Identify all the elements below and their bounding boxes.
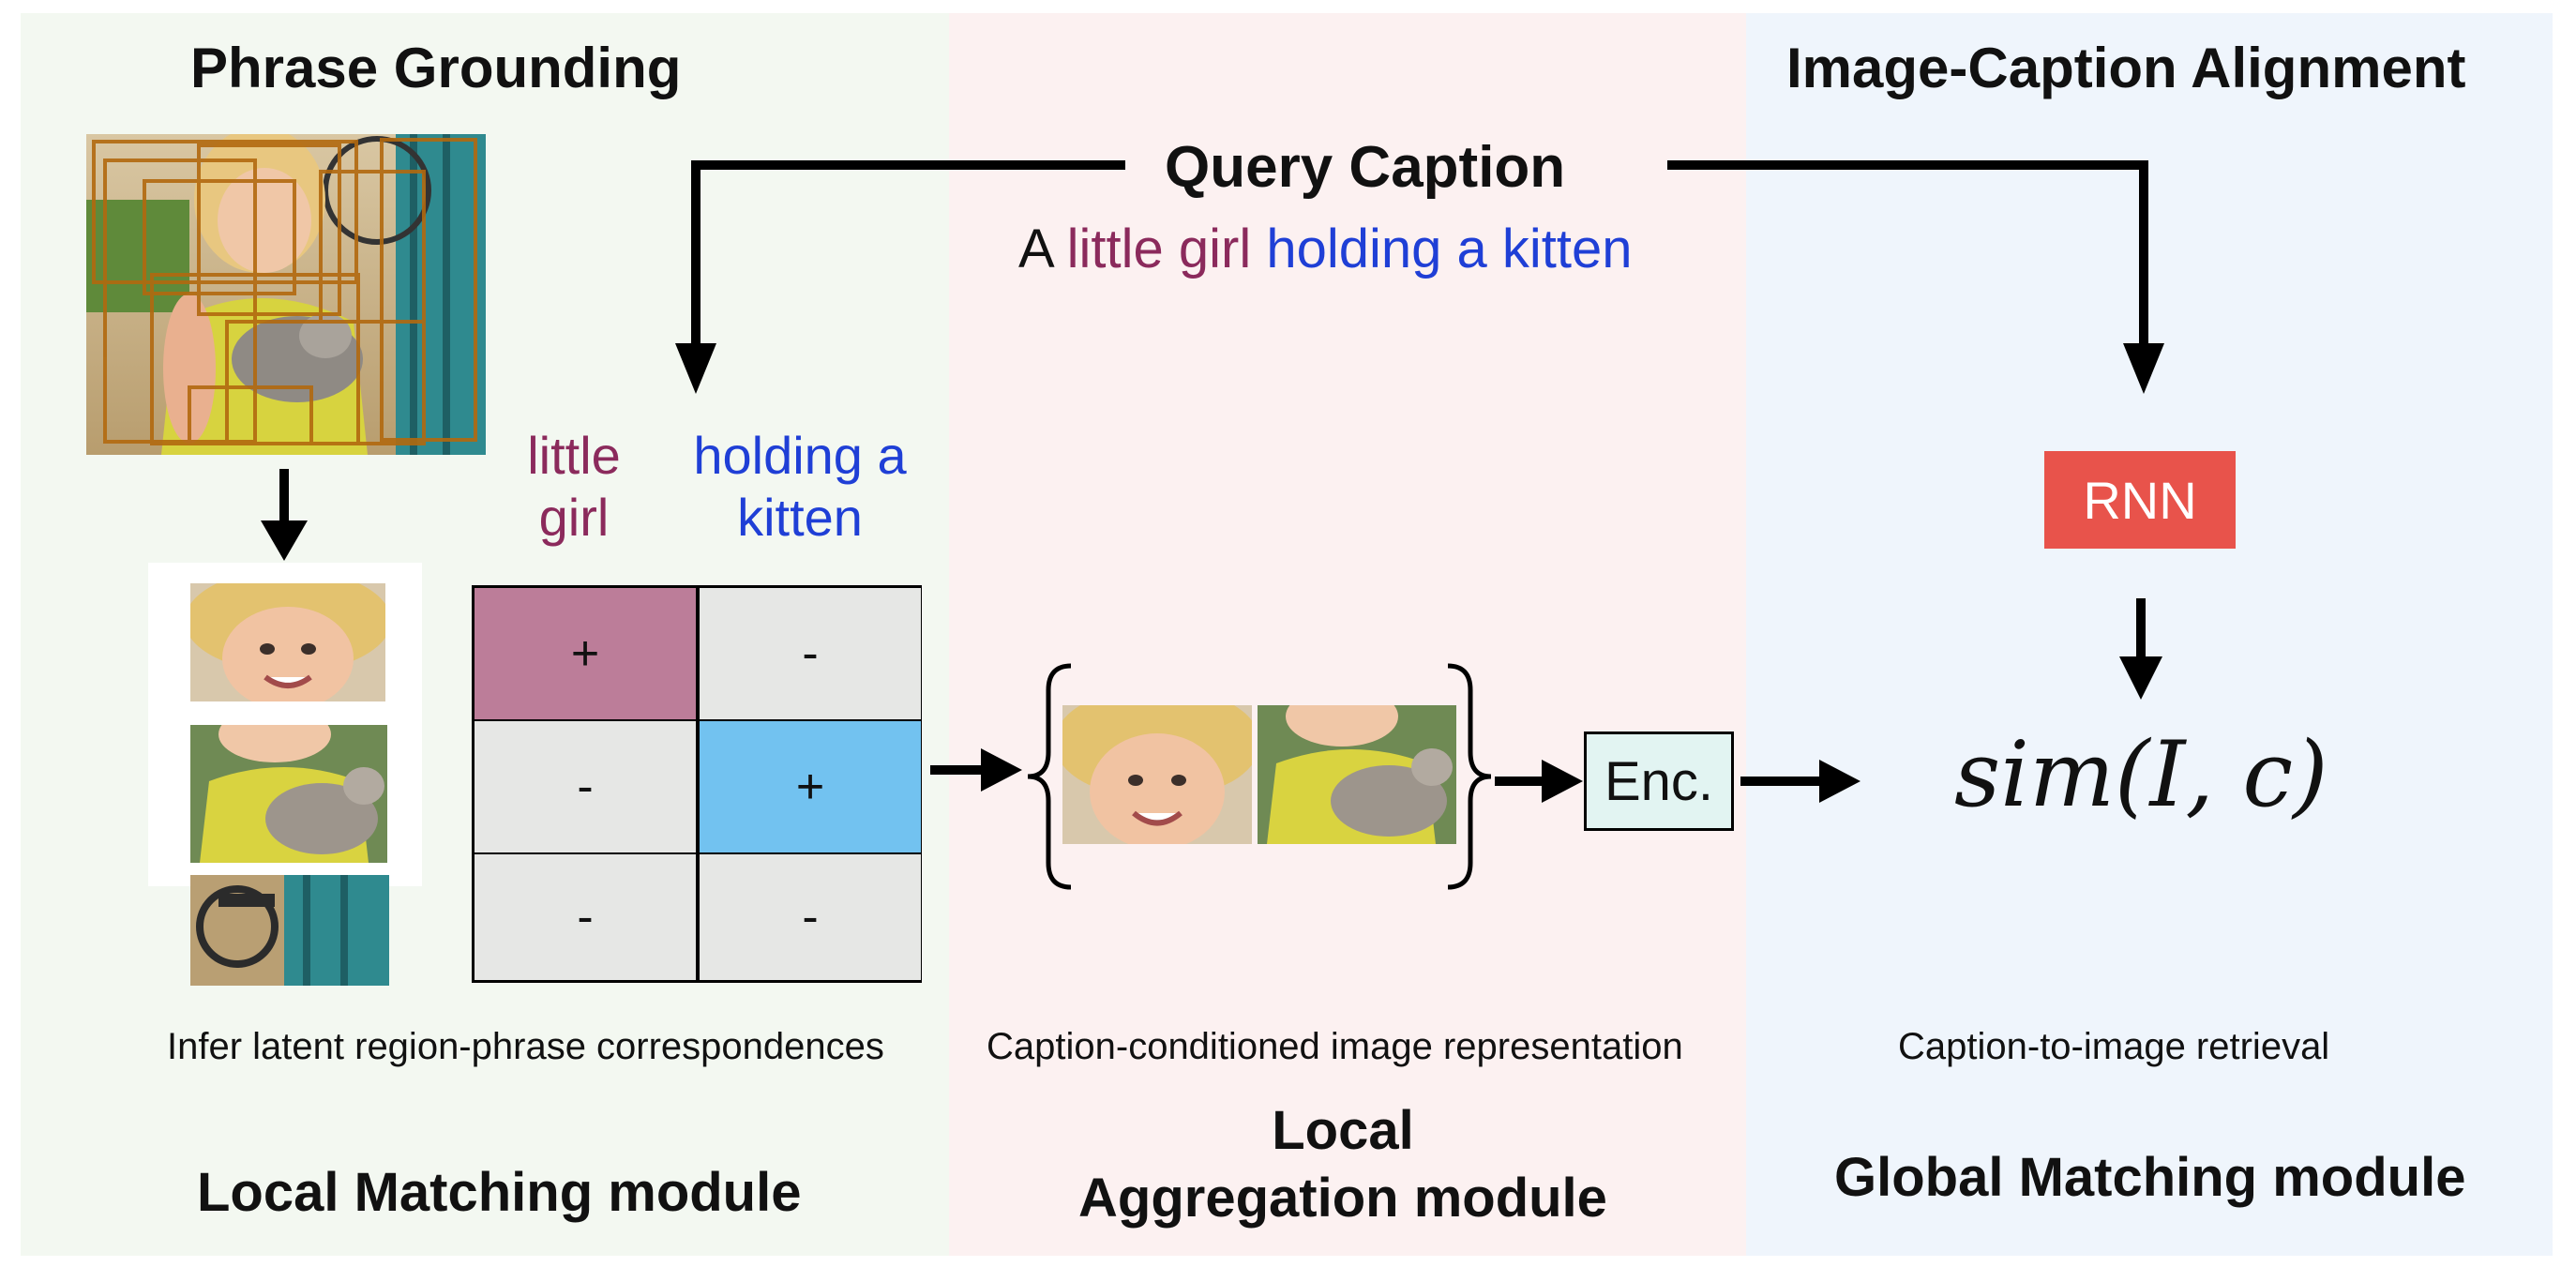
matrix-col1-line2: girl	[538, 488, 610, 547]
query-caption-title: Query Caption	[1165, 135, 1566, 200]
crop-face	[190, 583, 385, 701]
matrix-col1-label: little girl	[488, 425, 660, 549]
caption-local-matching: Infer latent region-phrase correspondenc…	[167, 1026, 884, 1067]
module-global-matching: Global Matching module	[1834, 1147, 2466, 1208]
module-local-aggregation: Local Aggregation module	[949, 1097, 1737, 1232]
matrix-cell-r2c2: +	[700, 721, 921, 852]
matrix-cell-r1c1: +	[475, 588, 696, 719]
correspondence-matrix: + - - + - -	[472, 585, 922, 983]
module-local-matching: Local Matching module	[197, 1162, 802, 1223]
module-local-aggregation-line2: Aggregation module	[1078, 1168, 1607, 1229]
matrix-col1-line1: little	[527, 426, 621, 485]
brace-icon	[1447, 663, 1492, 890]
title-phrase-grounding: Phrase Grounding	[190, 37, 682, 99]
arrow-icon	[2119, 598, 2162, 700]
module-local-aggregation-line1: Local	[1272, 1100, 1414, 1161]
caption-local-aggregation: Caption-conditioned image representation	[987, 1026, 1683, 1067]
photo-girl-with-kitten	[86, 134, 486, 455]
query-phrase-little-girl: little girl	[1066, 219, 1252, 279]
arrow-icon	[675, 160, 1125, 394]
rnn-box: RNN	[2044, 451, 2236, 549]
caption-global-matching: Caption-to-image retrieval	[1898, 1026, 2330, 1067]
arrow-icon	[1667, 160, 2164, 394]
matrix-cell-r3c1: -	[475, 854, 696, 980]
matrix-cell-r2c1: -	[475, 721, 696, 852]
query-caption-text: A little girl holding a kitten	[1018, 218, 1633, 280]
aggregated-crop-girl-kitten	[1258, 705, 1456, 844]
matrix-col2-label: holding a kitten	[656, 425, 943, 549]
similarity-formula: sim(I, c)	[1954, 722, 2328, 827]
rnn-label: RNN	[2083, 470, 2197, 530]
arrow-icon	[1740, 760, 1860, 803]
matrix-col2-line2: kitten	[737, 488, 863, 547]
encoder-label: Enc.	[1604, 750, 1714, 812]
query-phrase-holding-kitten: holding a kitten	[1266, 219, 1633, 279]
title-image-caption-alignment: Image-Caption Alignment	[1786, 37, 2466, 99]
query-word-a: A	[1018, 219, 1052, 279]
panel-local-aggregation	[949, 13, 1746, 1256]
crop-bicycle	[190, 875, 389, 986]
matrix-cell-r3c2: -	[700, 854, 921, 980]
crop-girl-kitten	[190, 725, 387, 863]
brace-icon	[1027, 663, 1072, 890]
arrow-icon	[261, 469, 308, 561]
aggregated-crop-face	[1062, 705, 1252, 844]
arrow-icon	[1495, 760, 1583, 803]
panel-global-matching	[1746, 13, 2553, 1256]
arrow-icon	[930, 748, 1022, 792]
matrix-cell-r1c2: -	[700, 588, 921, 719]
encoder-box: Enc.	[1584, 731, 1734, 831]
matrix-col2-line1: holding a	[693, 426, 907, 485]
